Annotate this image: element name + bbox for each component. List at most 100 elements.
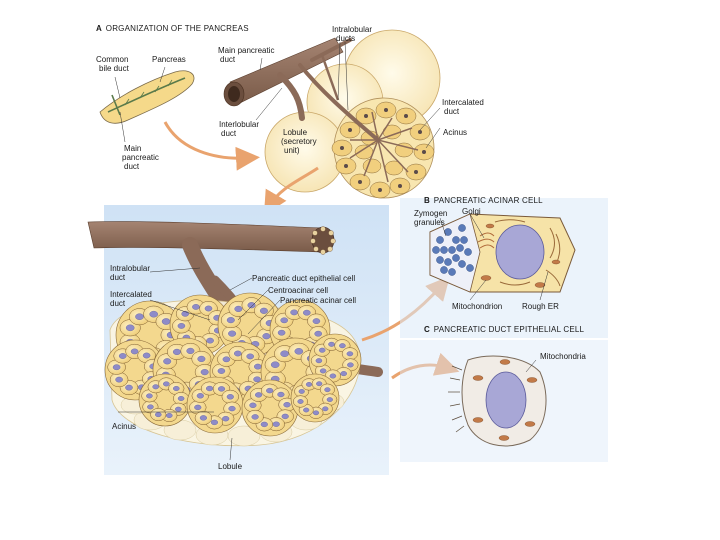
acinar-nucleus-small — [297, 399, 304, 404]
acinar-nucleus-small — [226, 394, 234, 400]
acinar-nucleus-small — [339, 343, 346, 349]
acinar-nucleus-small — [346, 351, 354, 357]
acinar-nucleus-small — [118, 353, 127, 359]
label-intercalated-2: duct — [444, 107, 460, 116]
panel-a — [99, 29, 441, 216]
acinar-nucleus-small — [177, 323, 186, 329]
acinar-nucleus-small — [228, 405, 236, 412]
acinar-nucleus-small — [196, 393, 204, 399]
label-centroacinar-cell: Centroacinar cell — [268, 286, 329, 295]
acinar-nucleus-small — [260, 421, 268, 428]
zymogen-granule — [452, 236, 460, 244]
label-lobule-2: (secretory — [281, 137, 317, 146]
panel-a-title-text: ORGANIZATION OF THE PANCREAS — [105, 24, 249, 33]
acinar-nucleus-small — [326, 397, 333, 402]
panel-c-title-text: PANCREATIC DUCT EPITHELIAL CELL — [433, 325, 585, 334]
label-mitochondrion: Mitochondrion — [452, 302, 503, 311]
main-duct-sketch — [107, 77, 186, 113]
acinar-nucleus-small — [135, 313, 144, 320]
acinar-nucleus-small — [255, 392, 263, 398]
zymogen-granule — [444, 258, 452, 266]
acinar-nucleus-small — [277, 391, 285, 398]
acinar-nucleus-small — [314, 330, 322, 337]
duct-wall-cells — [310, 226, 336, 255]
acinar-nucleus-small — [166, 413, 173, 418]
acinar-nucleus-small — [197, 355, 206, 362]
acinar-nucleus-small — [217, 386, 226, 392]
zymogen-granules — [432, 224, 474, 276]
label-intercalated-main-2: duct — [110, 299, 126, 308]
acinar-nucleus-small — [112, 364, 121, 371]
panel-main — [87, 205, 460, 475]
label-main-small-2: pancreatic — [122, 153, 159, 162]
duct-mitochondria — [472, 359, 538, 441]
acinar-nucleus-small — [322, 406, 329, 412]
acinus-nuclei — [340, 108, 426, 192]
panel-b — [400, 198, 608, 338]
acinar-nucleus-small — [259, 307, 268, 314]
label-interlobular-2: duct — [221, 129, 237, 138]
acinar-nucleus-small — [246, 353, 254, 360]
acinar-nucleus-small — [115, 376, 123, 383]
label-intralobular-2: ducts — [336, 34, 356, 43]
bile-duct-sketch — [111, 94, 121, 116]
label-acinus-a: Acinus — [443, 128, 468, 137]
panel-c-letter: C — [424, 325, 430, 334]
acinar-nucleus-small — [155, 412, 162, 418]
acinar-cells — [104, 292, 362, 437]
acinar-nucleus-small — [272, 421, 280, 427]
rough-er — [494, 219, 561, 287]
acinar-nucleus-small — [328, 341, 335, 347]
acinar-nucleus-small — [251, 414, 259, 420]
zymogen-granule — [452, 254, 460, 262]
acinar-nucleus-small — [222, 416, 230, 422]
label-golgi: Golgi — [462, 207, 481, 216]
microvilli — [448, 365, 465, 433]
zymogen-granule — [436, 256, 444, 264]
label-common-bile-duct-1: Common — [96, 55, 129, 64]
acinar-nucleus-small — [206, 337, 214, 344]
acinar-nucleus-small — [266, 387, 274, 394]
acinar-nucleus-small — [340, 371, 347, 377]
acinar-nucleus-small — [281, 413, 289, 420]
acinar-nucleus-small — [163, 358, 172, 365]
acinar-nucleus-small — [161, 318, 171, 325]
label-zymogen-2: granules — [414, 218, 445, 227]
acinar-nucleus-small — [210, 419, 218, 426]
panel-b-letter: B — [424, 196, 430, 205]
duct-cell-nucleus — [485, 371, 527, 429]
acinar-nucleus-small — [130, 348, 139, 355]
acinar-nucleus-small — [316, 381, 323, 387]
zymogen-granule — [436, 236, 444, 244]
zymogen-granule — [432, 246, 440, 254]
label-mitochondria: Mitochondria — [540, 352, 586, 361]
label-lobule-1: Lobule — [283, 128, 308, 137]
arrow-a-to-main — [263, 166, 319, 216]
acinar-nucleus-small — [200, 369, 209, 376]
acinar-nucleus-small — [222, 356, 231, 363]
acinar-nucleus-small — [206, 385, 214, 392]
acinar-nucleus-small — [254, 363, 262, 370]
acinar-nucleus-small — [142, 352, 151, 359]
acinar-nucleus-small — [163, 381, 170, 387]
label-zymogen-1: Zymogen — [414, 209, 448, 218]
label-intercalated-1: Intercalated — [442, 98, 484, 107]
acinar-nucleus-small — [298, 389, 305, 394]
acinar-nucleus-small — [177, 396, 185, 401]
acinar-nucleus-small — [312, 410, 320, 416]
acinar-nucleus-small — [253, 376, 261, 383]
zymogen-granule — [448, 268, 456, 276]
label-lobule-main: Lobule — [218, 462, 243, 471]
acinar-nucleus-small — [234, 350, 242, 357]
acinar-nucleus-small — [234, 305, 243, 312]
zymogen-granule — [466, 264, 474, 272]
acinar-nucleus-small — [175, 406, 182, 412]
zymogen-granule — [444, 228, 452, 236]
panel-b-title-text: PANCREATIC ACINAR CELL — [433, 196, 543, 205]
acinar-nucleus-small — [303, 407, 310, 413]
zymogen-granule — [440, 246, 448, 254]
zymogen-granule — [458, 260, 466, 268]
acinar-nucleus-small — [192, 304, 200, 310]
golgi — [477, 232, 495, 249]
label-intercalated-main-1: Intercalated — [110, 290, 152, 299]
